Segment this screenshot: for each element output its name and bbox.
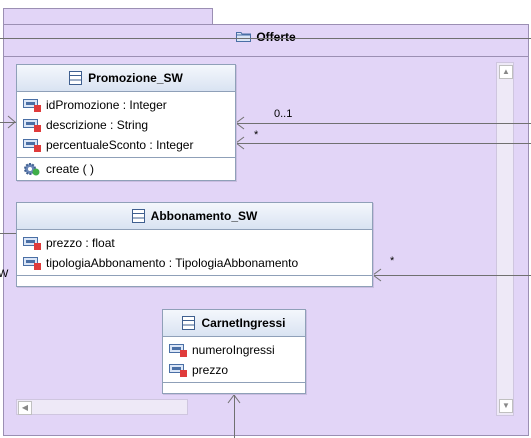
class-icon: [131, 209, 145, 223]
class-name: Abbonamento_SW: [150, 209, 258, 223]
attribute-compartment: idPromozione : Integer descrizione : Str…: [17, 92, 235, 158]
operation-gear-icon: [24, 163, 40, 176]
class-icon: [182, 316, 196, 330]
attribute-row[interactable]: prezzo : float: [17, 233, 372, 253]
association-line-promozione-2: [235, 143, 531, 144]
class-carnet-ingressi[interactable]: CarnetIngressi numeroIngressi prezzo: [162, 309, 306, 394]
class-promozione-sw[interactable]: Promozione_SW idPromozione : Integer des…: [16, 64, 236, 181]
association-line-promozione-1: [235, 123, 531, 124]
multiplicity-label: *: [390, 255, 395, 267]
attribute-row[interactable]: percentualeSconto : Integer: [17, 135, 235, 155]
package-tab: [3, 8, 213, 25]
edge-text-fragment: W: [0, 268, 9, 280]
multiplicity-label: 0..1: [274, 108, 293, 120]
class-name: CarnetIngressi: [201, 316, 286, 330]
attribute-icon: [23, 139, 41, 152]
association-line-abbonamento: [372, 275, 531, 276]
operation-compartment: [163, 383, 305, 393]
package-folder-icon: [236, 32, 252, 42]
attribute-row[interactable]: prezzo: [163, 360, 305, 380]
multiplicity-label: *: [254, 129, 259, 141]
class-header: CarnetIngressi: [163, 310, 305, 337]
class-header: Promozione_SW: [17, 65, 235, 92]
scroll-left-arrow[interactable]: ◀: [18, 401, 32, 415]
attribute-compartment: numeroIngressi prezzo: [163, 337, 305, 383]
operation-compartment: [17, 276, 372, 286]
vertical-scrollbar[interactable]: ▲ ▼: [496, 62, 514, 416]
association-line-left-promozione: [0, 122, 16, 123]
operation-row[interactable]: create ( ): [17, 159, 235, 179]
association-line-carnet: [234, 394, 235, 438]
scroll-down-arrow[interactable]: ▼: [499, 399, 513, 413]
association-line-left-abbonamento: [0, 233, 16, 234]
left-edge-line: [0, 38, 531, 39]
attribute-row[interactable]: tipologiaAbbonamento : TipologiaAbboname…: [17, 253, 372, 273]
package-title: Offerte: [4, 30, 528, 44]
class-name: Promozione_SW: [88, 71, 183, 85]
attribute-row[interactable]: idPromozione : Integer: [17, 95, 235, 115]
attribute-icon: [23, 99, 41, 112]
class-abbonamento-sw[interactable]: Abbonamento_SW prezzo : float tipologiaA…: [16, 202, 373, 287]
horizontal-scrollbar[interactable]: ◀: [16, 399, 188, 415]
class-header: Abbonamento_SW: [17, 203, 372, 230]
class-icon: [69, 71, 83, 85]
attribute-icon: [169, 364, 187, 377]
attribute-icon: [23, 257, 41, 270]
attribute-row[interactable]: descrizione : String: [17, 115, 235, 135]
attribute-icon: [169, 344, 187, 357]
attribute-icon: [23, 119, 41, 132]
scroll-up-arrow[interactable]: ▲: [499, 65, 513, 79]
operation-compartment: create ( ): [17, 158, 235, 180]
attribute-row[interactable]: numeroIngressi: [163, 340, 305, 360]
attribute-compartment: prezzo : float tipologiaAbbonamento : Ti…: [17, 230, 372, 276]
attribute-icon: [23, 237, 41, 250]
package-title-divider: [4, 56, 528, 57]
